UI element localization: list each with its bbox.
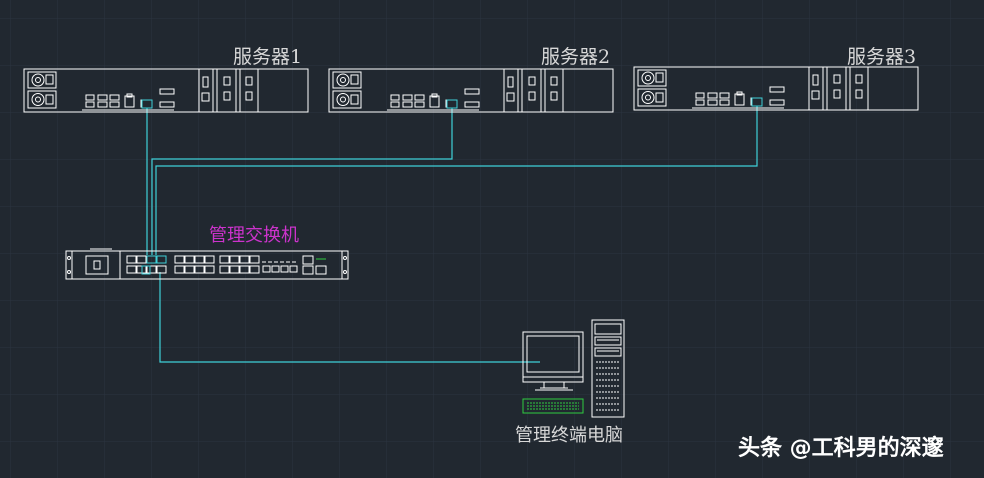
server-2-network-port [446, 99, 458, 109]
server-1-label: 服务器1 [233, 46, 303, 68]
pc-tower [591, 319, 625, 418]
cable-switch-terminal [159, 272, 540, 363]
cable-server2-switch [151, 104, 453, 255]
server-2-label: 服务器2 [541, 46, 611, 68]
switch-label: 管理交换机 [209, 225, 299, 246]
server-1-network-port [141, 99, 153, 109]
monitor [522, 331, 584, 391]
management-terminal [522, 319, 625, 418]
cable-server3-switch [155, 103, 758, 255]
server-3-network-port [751, 97, 763, 107]
management-switch [65, 248, 349, 280]
keyboard [522, 398, 584, 414]
watermark: 头条 @工科男的深邃 [738, 436, 944, 461]
server-3-label: 服务器3 [847, 46, 917, 68]
network-cables [146, 103, 758, 363]
terminal-label: 管理终端电脑 [515, 425, 623, 446]
